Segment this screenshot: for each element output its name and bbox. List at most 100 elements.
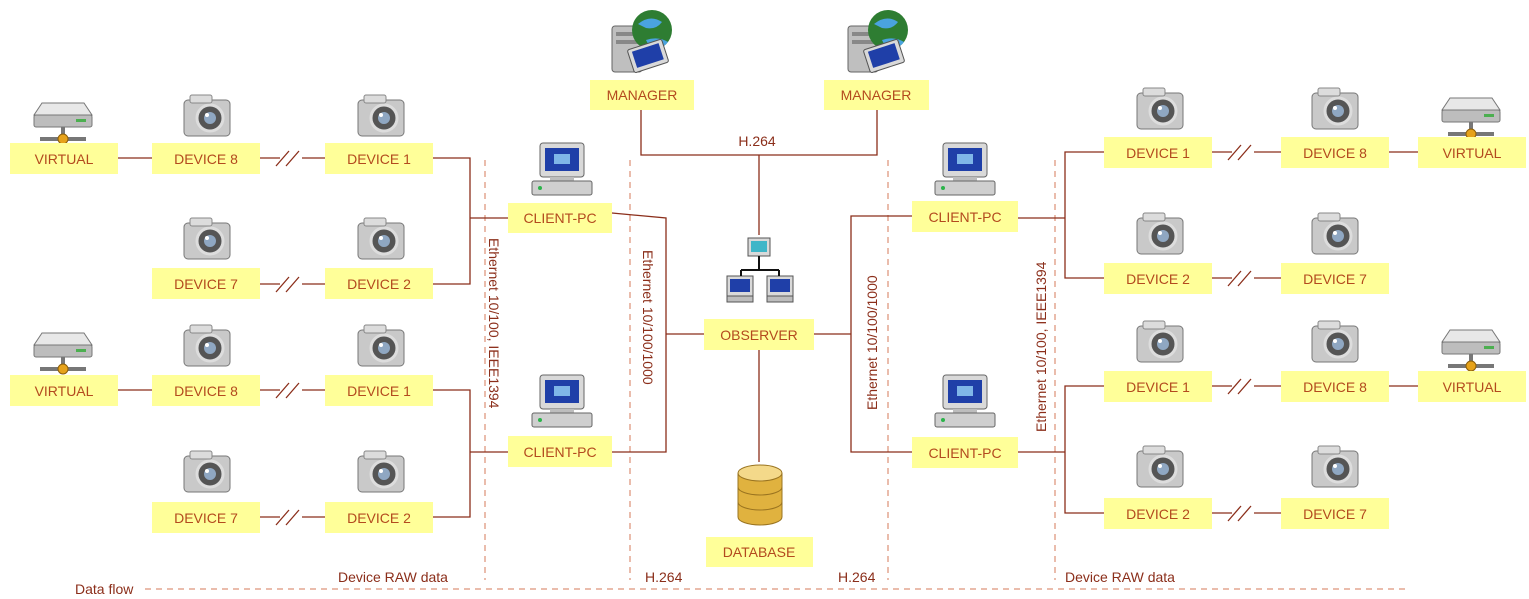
ethernet-1000-label-left: Ethernet 10/100/1000 [640,250,656,385]
connections [118,110,1418,526]
database-icon [737,464,783,526]
node-label: DEVICE 8 [1303,145,1367,161]
device-node: DEVICE 7 [152,268,260,299]
node-label: DEVICE 1 [347,383,411,399]
zone-label-raw-left: Device RAW data [338,569,448,585]
edge-labels: H.264 Ethernet 10/100, IEEE1394 Ethernet… [75,133,1175,597]
network-drive-icon [33,102,93,145]
node-label: DEVICE 7 [1303,271,1367,287]
node-label: MANAGER [841,87,912,103]
device-node: DEVICE 7 [1281,498,1389,529]
manager-node-right: MANAGER [824,80,929,110]
database-node: DATABASE [706,537,813,567]
node-label: VIRTUAL [1443,145,1502,161]
virtual-node: VIRTUAL [10,375,118,406]
node-label: DEVICE 7 [174,276,238,292]
ethernet-1000-label-right: Ethernet 10/100/1000 [864,275,880,410]
node-label: DEVICE 1 [1126,145,1190,161]
device-node: DEVICE 2 [325,268,433,299]
node-label: CLIENT-PC [523,444,596,460]
node-label: DEVICE 1 [1126,379,1190,395]
ethernet-ieee1394-label-right: Ethernet 10/100, IEEE1394 [1033,261,1049,432]
zone-label-h264-left: H.264 [645,569,683,585]
desktop-computer-icon [934,142,996,196]
server-globe-icon [847,9,909,74]
camera-icon [182,323,232,368]
camera-icon [1310,211,1360,256]
ethernet-ieee1394-label-left: Ethernet 10/100, IEEE1394 [486,238,502,409]
virtual-node: VIRTUAL [1418,137,1526,168]
camera-icon [1135,86,1185,131]
device-node: DEVICE 1 [325,375,433,406]
node-label: DEVICE 7 [174,510,238,526]
camera-icon [182,216,232,261]
camera-icon [182,93,232,138]
device-node: DEVICE 7 [152,502,260,533]
camera-icon [356,323,406,368]
zone-dividers [145,160,1410,590]
device-node: DEVICE 2 [1104,498,1212,529]
node-label: CLIENT-PC [928,209,1001,225]
camera-icon [1310,319,1360,364]
node-label: CLIENT-PC [928,445,1001,461]
zone-label-raw-right: Device RAW data [1065,569,1175,585]
node-label: VIRTUAL [35,383,94,399]
node-label: DEVICE 8 [174,151,238,167]
client-pc-node-right-lower: CLIENT-PC [912,437,1018,468]
server-globe-icon [611,9,673,74]
observer-node: OBSERVER [704,319,814,350]
camera-icon [1135,319,1185,364]
node-label: DATABASE [723,544,796,560]
node-label: MANAGER [607,87,678,103]
device-node: DEVICE 1 [1104,137,1212,168]
camera-icon [182,449,232,494]
device-node: DEVICE 1 [325,143,433,174]
camera-icon [1135,211,1185,256]
desktop-computer-icon [934,374,996,428]
network-drive-icon [1441,329,1501,372]
device-node: DEVICE 8 [1281,137,1389,168]
h264-link-label: H.264 [738,133,776,149]
node-label: DEVICE 2 [1126,271,1190,287]
node-label: VIRTUAL [35,151,94,167]
node-label: DEVICE 2 [347,510,411,526]
network-drive-icon [1441,97,1501,140]
camera-icon [356,93,406,138]
device-node: DEVICE 7 [1281,263,1389,294]
node-label: DEVICE 1 [347,151,411,167]
device-node: DEVICE 8 [152,143,260,174]
virtual-node: VIRTUAL [1418,371,1526,402]
node-label: DEVICE 2 [347,276,411,292]
camera-icon [1135,444,1185,489]
camera-icon [356,216,406,261]
virtual-node: VIRTUAL [10,143,118,174]
node-label: OBSERVER [720,327,798,343]
desktop-computer-icon [531,142,593,196]
client-pc-node-right-upper: CLIENT-PC [912,201,1018,232]
desktop-computer-icon [531,374,593,428]
network-computers-icon [726,237,794,303]
device-node: DEVICE 2 [1104,263,1212,294]
node-label: VIRTUAL [1443,379,1502,395]
client-pc-node-left-upper: CLIENT-PC [508,203,612,233]
zone-label-h264-right: H.264 [838,569,876,585]
device-node: DEVICE 8 [152,375,260,406]
node-labels: MANAGER MANAGER OBSERVER DATABASE CLIENT… [10,80,1526,567]
node-label: DEVICE 8 [1303,379,1367,395]
node-label: DEVICE 2 [1126,506,1190,522]
device-node: DEVICE 2 [325,502,433,533]
node-label: DEVICE 7 [1303,506,1367,522]
client-pc-node-left-lower: CLIENT-PC [508,436,612,467]
camera-icon [356,449,406,494]
icons [33,9,1501,526]
data-flow-label: Data flow [75,581,134,597]
device-node: DEVICE 8 [1281,371,1389,402]
device-node: DEVICE 1 [1104,371,1212,402]
node-label: DEVICE 8 [174,383,238,399]
manager-node-left: MANAGER [590,80,694,110]
camera-icon [1310,86,1360,131]
network-drive-icon [33,332,93,375]
camera-icon [1310,444,1360,489]
